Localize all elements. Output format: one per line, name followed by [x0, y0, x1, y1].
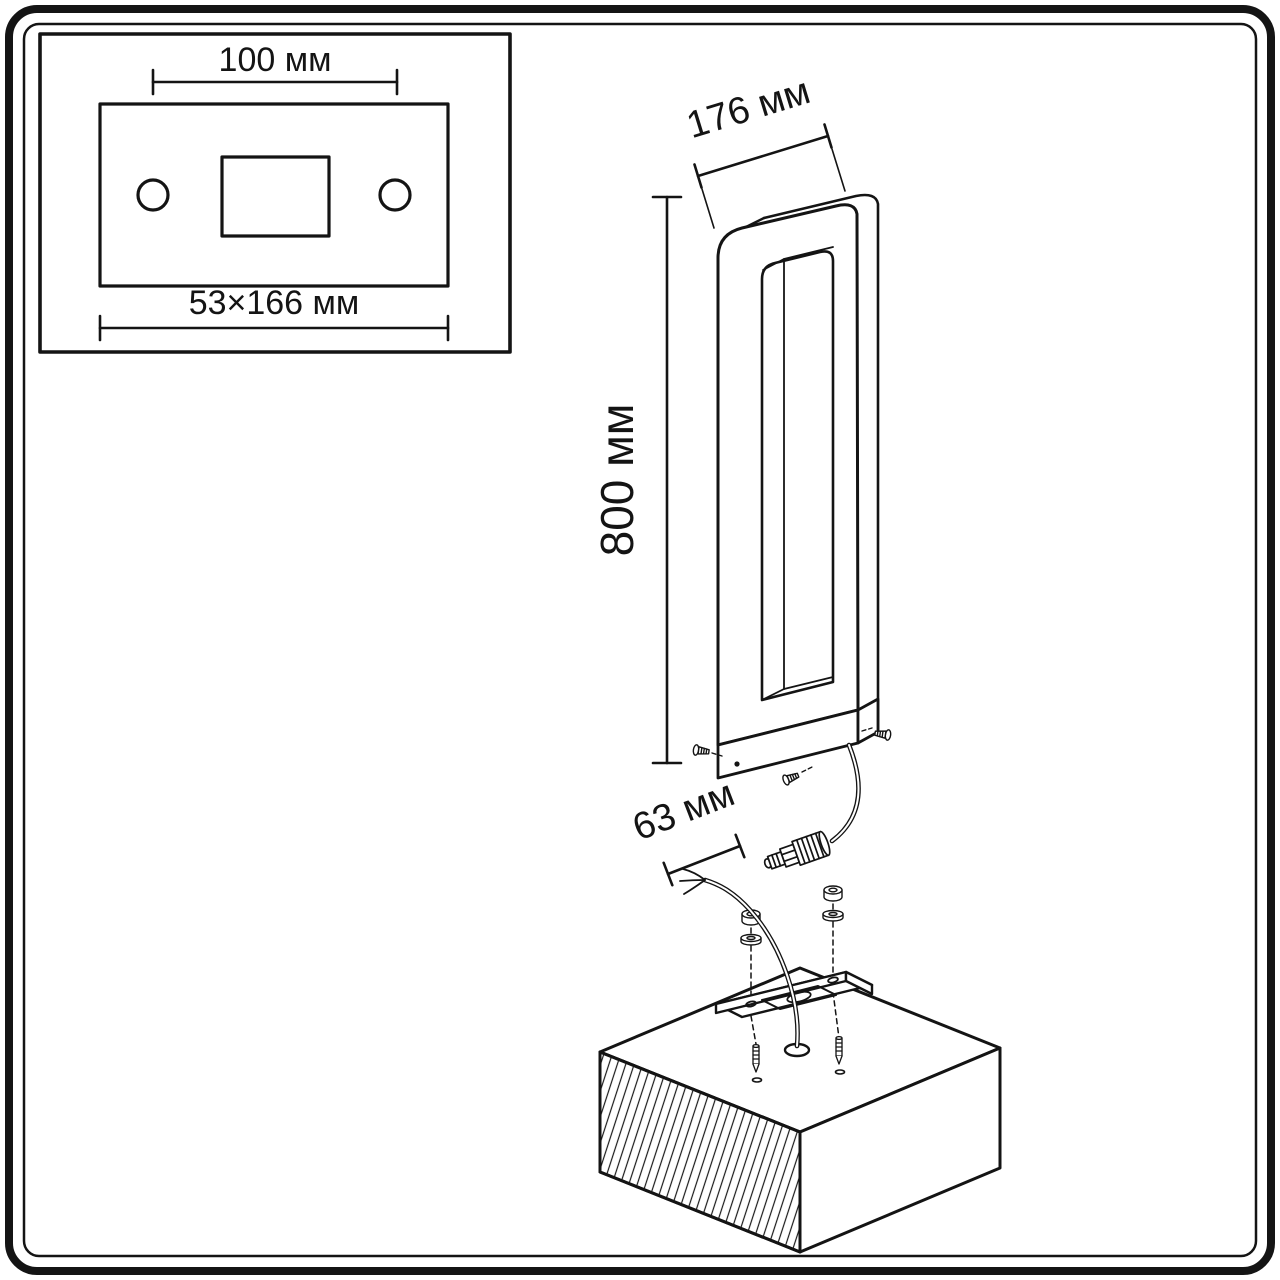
lamp-width-dimension-label: 176 мм	[682, 70, 815, 147]
cable-core	[704, 879, 799, 1047]
plate-hole-left	[745, 1000, 757, 1008]
hex-nut-right	[822, 884, 844, 903]
plate-center-boss	[761, 985, 837, 1010]
anchor-hole-left	[751, 1077, 763, 1083]
plate-right-face	[844, 970, 874, 996]
pigtail-core	[831, 744, 860, 842]
frame-inner-border	[22, 22, 1258, 1258]
supply-cable	[679, 868, 800, 1049]
cable-stripped-wires	[679, 868, 706, 895]
gland-end-cap	[818, 830, 831, 857]
screw-leader-lines	[711, 727, 873, 773]
plinth-screw-left	[691, 743, 711, 759]
plinth-side-face	[856, 697, 880, 745]
bollard-back-profile	[762, 193, 880, 734]
lamp-height-dimension-label: 800 мм	[591, 404, 643, 557]
inset-border	[38, 32, 512, 354]
plate-center-slot	[786, 990, 812, 1004]
base-plate-outline	[98, 102, 450, 288]
anchor-hole-right	[834, 1069, 846, 1075]
washer-right	[821, 909, 845, 923]
gland-dimension-label: 63 мм	[627, 772, 740, 849]
mounting-hole-left	[136, 178, 170, 212]
dimension-width-176	[693, 123, 846, 229]
washer-left	[739, 933, 763, 947]
dimension-height-800	[651, 195, 683, 765]
page-frame	[5, 5, 1275, 1275]
frame-outer-border	[5, 5, 1275, 1275]
base-plate-top-view	[98, 102, 450, 288]
plate-hole-right	[827, 976, 839, 984]
block-right-face	[798, 1046, 1002, 1254]
plinth-screw-bottom	[780, 769, 802, 788]
plinth-screws	[691, 726, 893, 788]
anchor-stud-right	[834, 1035, 844, 1066]
concrete-block	[598, 966, 1002, 1254]
plinth-screw-hole	[734, 761, 740, 767]
dimension-plate-size	[98, 314, 450, 342]
anchor-stud-left	[751, 1043, 761, 1074]
inset-width-dimension-label: 100 мм	[219, 41, 332, 79]
inset-plate-dimension-label: 53×166 мм	[189, 284, 360, 322]
dimension-hole-spacing	[151, 68, 399, 96]
bollard-isometric	[691, 193, 893, 788]
mounting-hole-right	[378, 178, 412, 212]
dimension-gland-63	[662, 833, 746, 887]
cable-gland-assembly	[763, 742, 861, 870]
base-plate-cutout	[220, 155, 331, 238]
detail-inset	[38, 32, 512, 354]
cable-gland	[763, 830, 831, 870]
extension-lines	[701, 148, 846, 229]
bollard-base-plinth	[716, 697, 880, 780]
opening-inner-edges	[761, 246, 834, 701]
bollard-opening	[760, 250, 835, 702]
